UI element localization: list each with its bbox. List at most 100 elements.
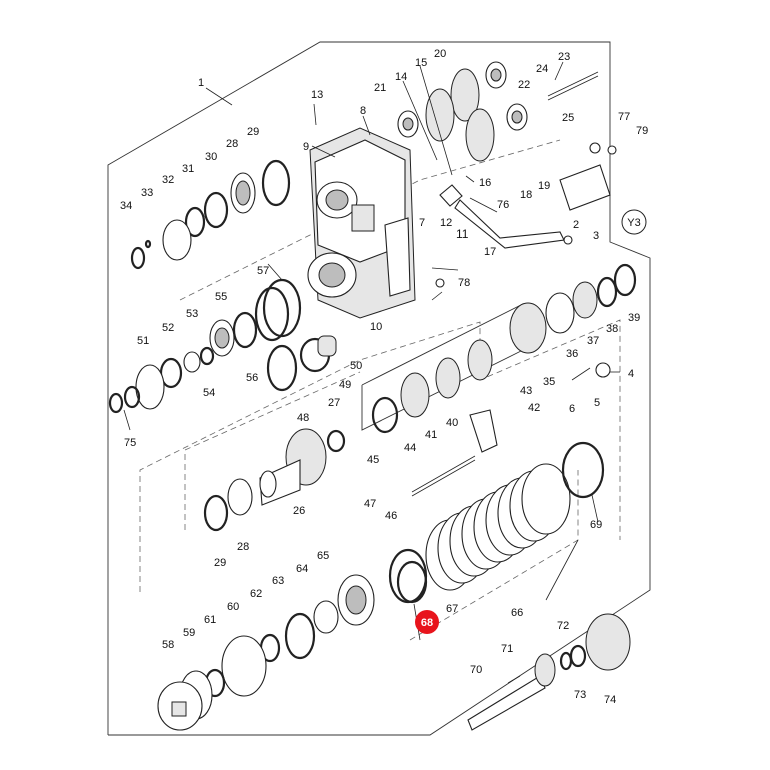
gear-shaft-26 — [203, 428, 346, 532]
part-label-64: 64 — [296, 563, 308, 575]
part-label-60: 60 — [227, 601, 239, 613]
part-label-61: 61 — [204, 614, 216, 626]
part-label-4: 4 — [628, 368, 634, 380]
part-label-28a: 28 — [226, 138, 238, 150]
part-label-40: 40 — [446, 417, 458, 429]
part-label-48: 48 — [297, 412, 309, 424]
y3-label: Y3 — [627, 217, 640, 229]
part-label-23: 23 — [558, 51, 570, 63]
part-label-75: 75 — [124, 437, 136, 449]
part-label-25: 25 — [562, 112, 574, 124]
part-label-46: 47 — [364, 498, 376, 510]
part-label-31: 31 — [182, 163, 194, 175]
part-label-16: 16 — [479, 177, 491, 189]
part-label-1: 1 — [198, 77, 204, 89]
part-label-57: 57 — [257, 265, 269, 277]
part-label-78: 78 — [458, 277, 470, 289]
part-label-32: 32 — [162, 174, 174, 186]
part-label-49: 49 — [339, 379, 351, 391]
part-label-3: 3 — [593, 230, 599, 242]
part-label-79: 79 — [636, 125, 648, 137]
part-label-50: 50 — [350, 360, 362, 372]
hydraulic-fittings — [431, 142, 617, 301]
part-label-28b: 28 — [237, 541, 249, 553]
highlight-marker[interactable] — [415, 610, 439, 634]
middle-left-rings — [108, 278, 302, 414]
clutch-pack — [388, 441, 605, 604]
highlight-label: 68 — [421, 617, 433, 629]
part-label-73: 73 — [574, 689, 586, 701]
part-label-15: 15 — [415, 57, 427, 69]
part-label-56: 56 — [246, 372, 258, 384]
part-label-9: 9 — [303, 141, 309, 153]
part-label-17: 17 — [484, 246, 496, 258]
part-label-42: 42 — [528, 402, 540, 414]
highlight-callout-68[interactable]: 68 — [415, 610, 439, 634]
part-label-69: 69 — [590, 519, 602, 531]
part-label-29b: 29 — [214, 557, 226, 569]
part-label-51: 51 — [137, 335, 149, 347]
part-label-77: 77 — [618, 111, 630, 123]
part-label-24: 24 — [536, 63, 548, 75]
part-label-71: 71 — [501, 643, 513, 655]
part-label-36: 36 — [566, 348, 578, 360]
part-label-67: 67 — [446, 603, 458, 615]
part-label-2: 2 — [573, 219, 579, 231]
part-label-13: 13 — [311, 89, 323, 101]
part-label-27: 27 — [328, 397, 340, 409]
upper-gear-cluster — [397, 61, 599, 162]
fork-40-assembly — [411, 362, 611, 497]
part-label-54: 54 — [203, 387, 215, 399]
synchronizer-group — [361, 303, 524, 434]
part-label-62: 62 — [250, 588, 262, 600]
part-label-10: 10 — [370, 321, 382, 333]
part-label-21: 21 — [374, 82, 386, 94]
part-label-14: 14 — [395, 71, 407, 83]
part-label-8: 8 — [360, 105, 366, 117]
shift-linkage — [439, 184, 573, 249]
part-label-6: 6 — [569, 403, 575, 415]
part-label-20: 20 — [434, 48, 446, 60]
part-label-5: 5 — [594, 397, 600, 409]
part-label-11: 11 — [456, 227, 469, 241]
part-label-55: 55 — [215, 291, 227, 303]
part-label-44: 44 — [404, 442, 416, 454]
part-label-53: 53 — [186, 308, 198, 320]
leader-lines — [123, 61, 620, 641]
assembly-frames — [107, 41, 651, 736]
part-label-29a: 29 — [247, 126, 259, 138]
part-label-58: 58 — [162, 639, 174, 651]
part-label-30: 30 — [205, 151, 217, 163]
lower-left-assembly — [157, 574, 375, 731]
part-label-52: 52 — [162, 322, 174, 334]
part-label-72: 72 — [557, 620, 569, 632]
upper-left-rings — [130, 159, 291, 270]
part-label-7: 7 — [419, 217, 425, 229]
part-label-39: 39 — [628, 312, 640, 324]
part-label-65: 65 — [317, 550, 329, 562]
part-label-19: 19 — [538, 180, 550, 192]
part-label-59: 59 — [183, 627, 195, 639]
part-label-12: 12 — [440, 217, 452, 229]
part-label-26: 26 — [293, 505, 305, 517]
part-label-18: 18 — [520, 189, 532, 201]
part-label-43: 43 — [520, 385, 532, 397]
part-label-22: 22 — [518, 79, 530, 91]
part-label-76: 76 — [497, 199, 509, 211]
part-label-38: 38 — [606, 323, 618, 335]
middle-rings — [266, 335, 337, 392]
part-label-34: 34 — [120, 200, 132, 212]
part-label-70: 70 — [470, 664, 482, 676]
output-shaft — [467, 613, 631, 731]
y3-callout: Y3 — [621, 209, 647, 235]
part-label-63: 63 — [272, 575, 284, 587]
part-label-37: 37 — [587, 335, 599, 347]
part-label-35: 35 — [543, 376, 555, 388]
part-labels: 1 2 3 4 5 6 7 8 9 10 11 12 13 14 15 16 1… — [120, 48, 648, 706]
part-label-33: 33 — [141, 187, 153, 199]
part-label-41: 41 — [425, 429, 437, 441]
part-label-47: 45 — [367, 454, 379, 466]
part-label-66: 66 — [511, 607, 523, 619]
part-label-74: 74 — [604, 694, 616, 706]
